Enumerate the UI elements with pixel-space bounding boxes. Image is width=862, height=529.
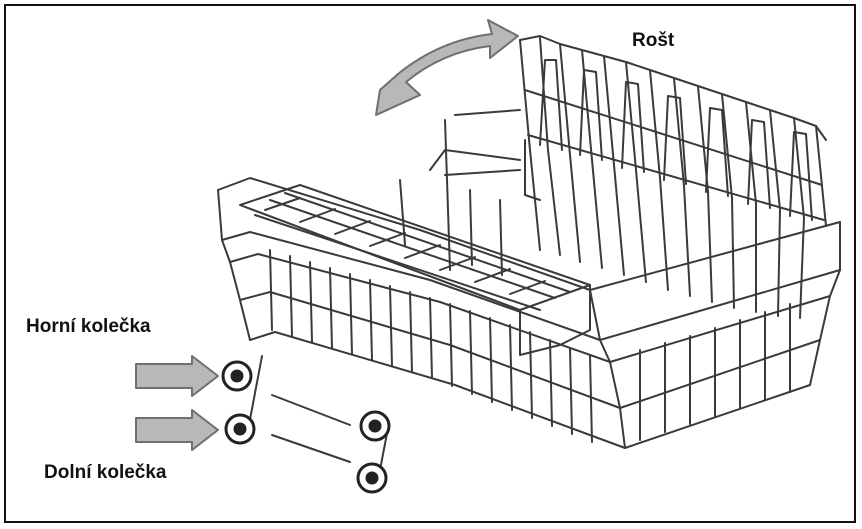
label-lower-wheels: Dolní kolečka (44, 462, 167, 483)
pointer-arrow-icon (135, 409, 219, 451)
pointer-arrow-icon (135, 355, 219, 397)
cutlery-tray (239, 184, 591, 356)
wheel-icon (224, 413, 256, 445)
side-wires (639, 303, 791, 441)
wheel-icon (221, 360, 253, 392)
front-wires (269, 249, 593, 443)
label-rost: Rošt (632, 30, 675, 51)
interior-wires (399, 109, 521, 276)
label-upper-wheels: Horní kolečka (26, 316, 151, 337)
wheels (221, 360, 391, 494)
wheel-icon (356, 462, 388, 494)
folding-rack (519, 35, 827, 319)
rotate-double-arrow-icon (375, 19, 519, 116)
basket-frame (217, 177, 841, 449)
wheel-icon (359, 410, 391, 442)
